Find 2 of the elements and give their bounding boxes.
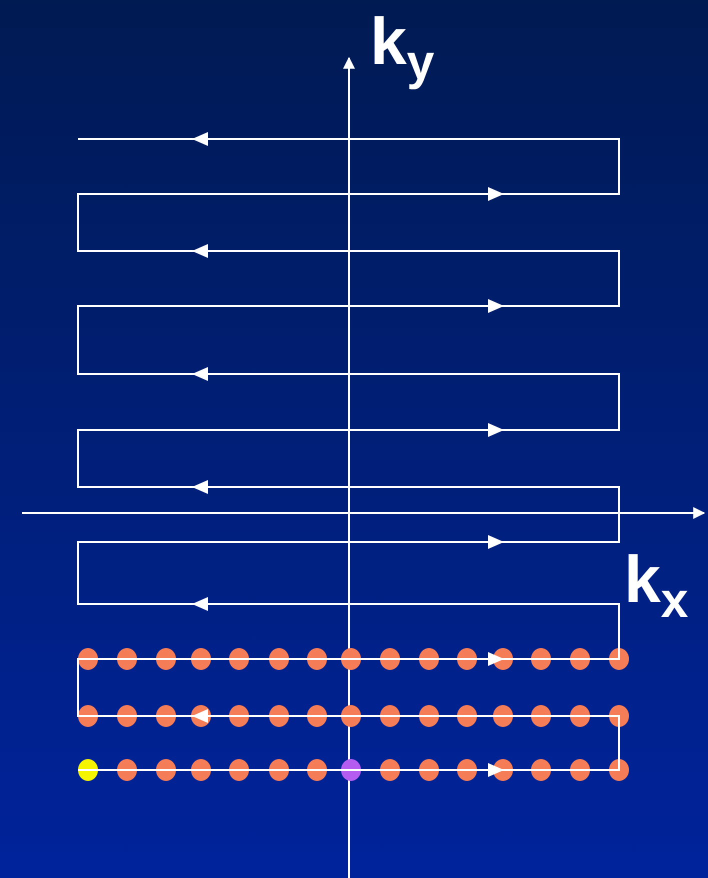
axis-label: k$_{x}$ [624, 546, 688, 626]
axis-label: k$_{y}$ [370, 8, 434, 88]
